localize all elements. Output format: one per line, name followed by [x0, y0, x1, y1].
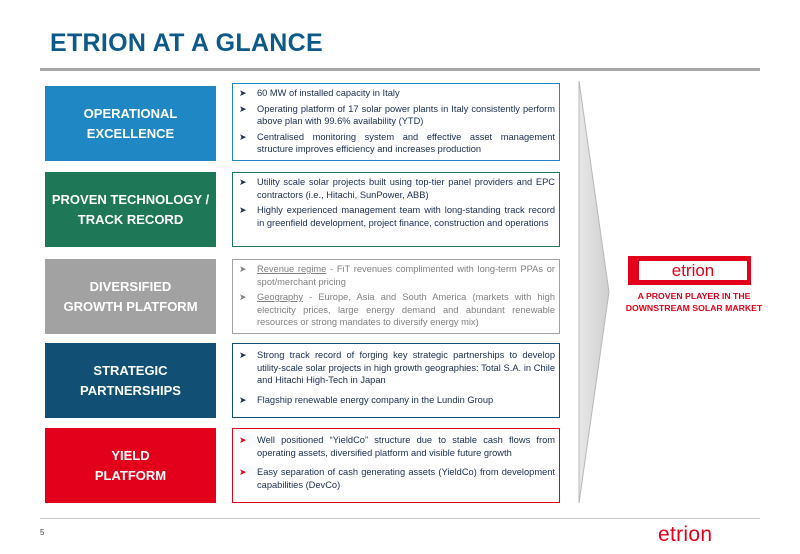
page-title: ETRION AT A GLANCE	[50, 29, 323, 57]
bullet-item: ➤ Strong track record of forging key stra…	[239, 349, 555, 387]
label-line: YIELD	[111, 447, 150, 463]
arrow-bullet-icon: ➤	[239, 205, 247, 215]
bullet-box-growth: ➤ Revenue regime - FiT revenues complimen…	[232, 259, 560, 334]
row-label-growth: DIVERSIFIED GROWTH PLATFORM	[45, 259, 216, 334]
footer-logo: etrion	[658, 523, 713, 546]
bullet-text: - FiT revenues complimented with long-te…	[257, 264, 555, 287]
label-line: OPERATIONAL	[83, 105, 178, 121]
bullet-lead: Geography	[257, 292, 303, 302]
arrow-bullet-icon: ➤	[239, 292, 247, 302]
bullet-text: Easy separation of cash generating asset…	[257, 467, 555, 490]
bullet-text: Operating platform of 17 solar power pla…	[257, 103, 555, 127]
bullet-text: 60 MW of installed capacity in Italy	[257, 88, 400, 98]
bullet-item: ➤ Flagship renewable energy company in th…	[239, 394, 555, 407]
bullet-item: ➤ Revenue regime - FiT revenues complimen…	[239, 263, 555, 288]
title-divider	[40, 68, 760, 71]
bullet-item: ➤ Centralised monitoring system and effec…	[239, 131, 555, 156]
arrow-bullet-icon: ➤	[239, 467, 247, 477]
arrow-bullet-icon: ➤	[239, 435, 247, 445]
label-line: EXCELLENCE	[86, 125, 175, 141]
tagline-line: DOWNSTREAM SOLAR MARKET	[625, 303, 763, 313]
bullet-box-operational: ➤ 60 MW of installed capacity in Italy ➤ O…	[232, 83, 560, 161]
bullet-text: Utility scale solar projects built using…	[257, 177, 555, 200]
etrion-logo: etrion	[628, 256, 751, 285]
label-line: GROWTH PLATFORM	[63, 298, 198, 314]
bullet-text: Flagship renewable energy company in the…	[257, 394, 494, 405]
bullet-item: ➤ Operating platform of 17 solar power pl…	[239, 103, 555, 128]
brand-tagline: A PROVEN PLAYER IN THE DOWNSTREAM SOLAR …	[610, 290, 778, 314]
bullet-item: ➤ 60 MW of installed capacity in Italy	[239, 87, 555, 100]
bullet-box-partnerships: ➤ Strong track record of forging key stra…	[232, 343, 560, 418]
bullet-item: ➤ Well positioned “YieldCo” structure due…	[239, 434, 555, 459]
arrow-bullet-icon: ➤	[239, 103, 247, 114]
label-line: DIVERSIFIED	[89, 278, 172, 294]
logo-text: etrion	[639, 261, 747, 280]
tagline-line: A PROVEN PLAYER IN THE	[637, 291, 751, 301]
arrow-bullet-icon: ➤	[239, 131, 247, 142]
arrow-bullet-icon: ➤	[239, 177, 247, 187]
bullet-text: - Europe, Asia and South America (market…	[257, 292, 555, 327]
arrow-bullet-icon: ➤	[239, 264, 247, 274]
bullet-text: Centralised monitoring system and effect…	[257, 131, 555, 155]
bullet-item: ➤ Geography - Europe, Asia and South Amer…	[239, 291, 555, 329]
bullet-text: Well positioned “YieldCo” structure due …	[257, 435, 555, 458]
row-label-technology: PROVEN TECHNOLOGY / TRACK RECORD	[45, 172, 216, 247]
label-line: PARTNERSHIPS	[80, 382, 181, 398]
bullet-item: ➤ Utility scale solar projects built usin…	[239, 176, 555, 201]
row-label-partnerships: STRATEGIC PARTNERSHIPS	[45, 343, 216, 418]
label-line: TRACK RECORD	[77, 211, 184, 227]
bullet-text: Strong track record of forging key strat…	[257, 350, 555, 385]
label-line: PLATFORM	[94, 467, 167, 483]
chevron-arrow-icon	[578, 80, 610, 504]
label-line: STRATEGIC	[93, 362, 168, 378]
footer-divider	[40, 518, 760, 519]
page-number: 5	[40, 528, 45, 537]
bullet-item: ➤ Highly experienced management team with…	[239, 204, 555, 229]
bullet-item: ➤ Easy separation of cash generating asse…	[239, 466, 555, 491]
arrow-bullet-icon: ➤	[239, 350, 247, 360]
arrow-bullet-icon: ➤	[239, 394, 247, 405]
bullet-text: Highly experienced management team with …	[257, 205, 555, 228]
bullet-box-technology: ➤ Utility scale solar projects built usin…	[232, 172, 560, 247]
label-line: PROVEN TECHNOLOGY /	[51, 191, 210, 207]
bullet-box-yield: ➤ Well positioned “YieldCo” structure due…	[232, 428, 560, 503]
bullet-lead: Revenue regime	[257, 264, 327, 274]
row-label-operational: OPERATIONAL EXCELLENCE	[45, 86, 216, 161]
row-label-yield: YIELD PLATFORM	[45, 428, 216, 503]
arrow-bullet-icon: ➤	[239, 88, 247, 98]
